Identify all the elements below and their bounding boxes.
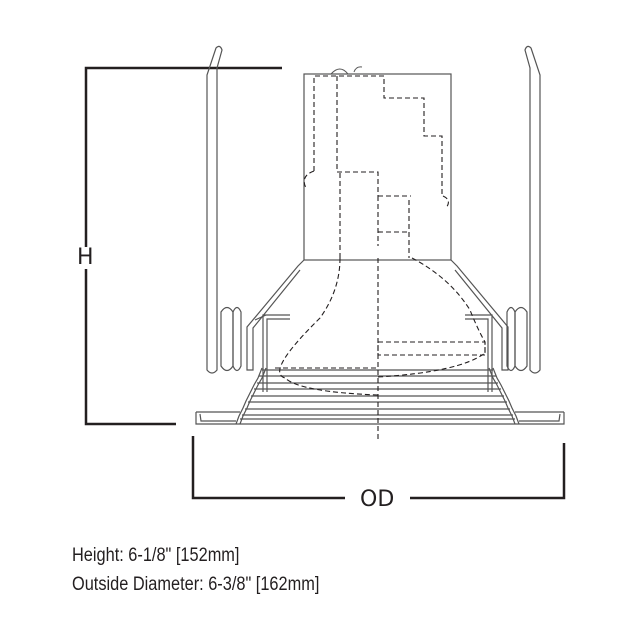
trim-flange [195,411,565,425]
outside-diameter-spec-text: Outside Diameter: 6-3/8" [162mm] [72,574,320,595]
lamp-top-arc [330,66,363,75]
height-spec-text: Height: 6-1/8" [152mm] [72,545,240,566]
od-dimension-label: OD [356,489,399,511]
right-spring-clip [506,45,541,374]
od-dimension-line [191,436,566,500]
height-dimension-label: H [77,245,94,270]
height-dimension-line [84,66,282,426]
internal-lamp-outline [275,75,486,440]
reflector-frame [262,314,493,392]
left-spring-clip [206,45,242,374]
